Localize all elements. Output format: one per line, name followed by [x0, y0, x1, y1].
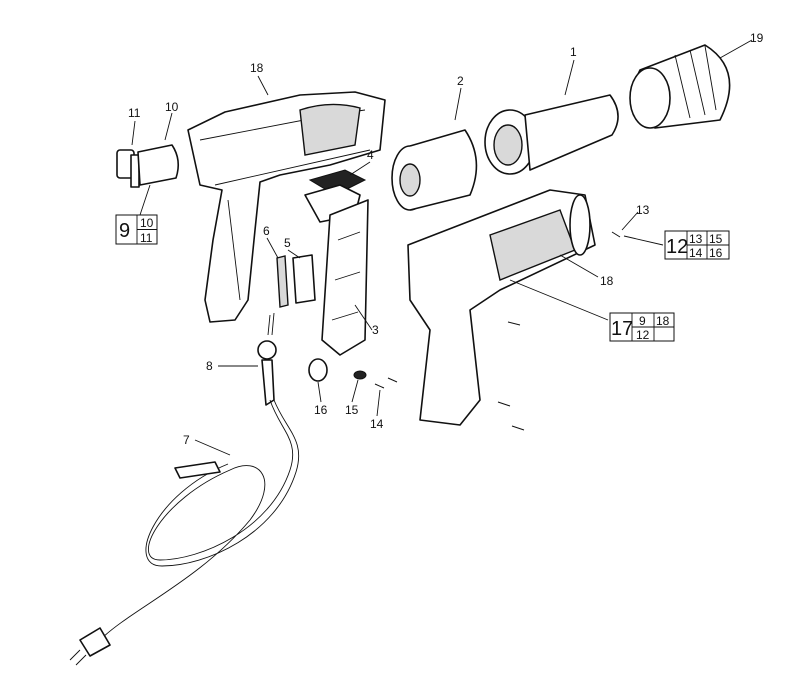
svg-text:17: 17 — [611, 318, 633, 340]
callout-19: 19 — [750, 31, 764, 45]
callout-18-right: 18 — [600, 274, 614, 288]
svg-text:12: 12 — [636, 328, 650, 342]
svg-text:12: 12 — [666, 236, 688, 258]
part-16-knob — [308, 358, 328, 382]
svg-text:11: 11 — [140, 231, 153, 245]
callout-14: 14 — [370, 417, 384, 431]
svg-text:13: 13 — [689, 232, 703, 246]
callout-5: 5 — [284, 236, 291, 250]
callout-1: 1 — [570, 45, 577, 59]
part-3-circuit-board — [321, 199, 369, 356]
part-15-small-part — [353, 370, 367, 380]
part-7-power-cord — [69, 399, 300, 666]
part-1-motor-assembly — [484, 94, 619, 175]
leader-lines — [131, 39, 753, 456]
part-11-clip — [116, 149, 140, 188]
svg-text:9: 9 — [119, 220, 130, 242]
part-14-screws — [374, 377, 398, 389]
part-6-element — [276, 255, 289, 308]
part-18-left-housing — [187, 91, 386, 323]
svg-text:16: 16 — [709, 246, 723, 260]
loose-screws — [497, 231, 621, 431]
callout-13: 13 — [636, 203, 650, 217]
kit-box-17: 17 9 18 12 — [609, 312, 675, 342]
part-2-heater-tube — [391, 129, 478, 211]
callout-10: 10 — [165, 100, 179, 114]
kit-box-9: 9 10 11 — [115, 214, 158, 245]
callout-8: 8 — [206, 359, 213, 373]
callout-18: 18 — [250, 61, 264, 75]
part-8-strain-relief — [257, 312, 277, 406]
part-19-cone — [629, 44, 731, 129]
callout-6: 6 — [263, 224, 270, 238]
callout-4: 4 — [367, 148, 374, 162]
part-5-element — [292, 254, 316, 304]
part-10-sleeve — [137, 144, 180, 186]
kit-box-12: 12 13 15 14 16 — [664, 230, 730, 260]
svg-text:18: 18 — [656, 314, 670, 328]
svg-text:14: 14 — [689, 246, 703, 260]
part-18-right-housing — [407, 189, 596, 426]
callout-3: 3 — [372, 323, 379, 337]
callout-16: 16 — [314, 403, 328, 417]
callout-2: 2 — [457, 74, 464, 88]
callout-11: 11 — [128, 106, 141, 120]
svg-text:15: 15 — [709, 232, 723, 246]
callout-15: 15 — [345, 403, 359, 417]
callout-7: 7 — [183, 433, 190, 447]
svg-text:9: 9 — [639, 314, 646, 328]
svg-text:10: 10 — [140, 216, 154, 230]
